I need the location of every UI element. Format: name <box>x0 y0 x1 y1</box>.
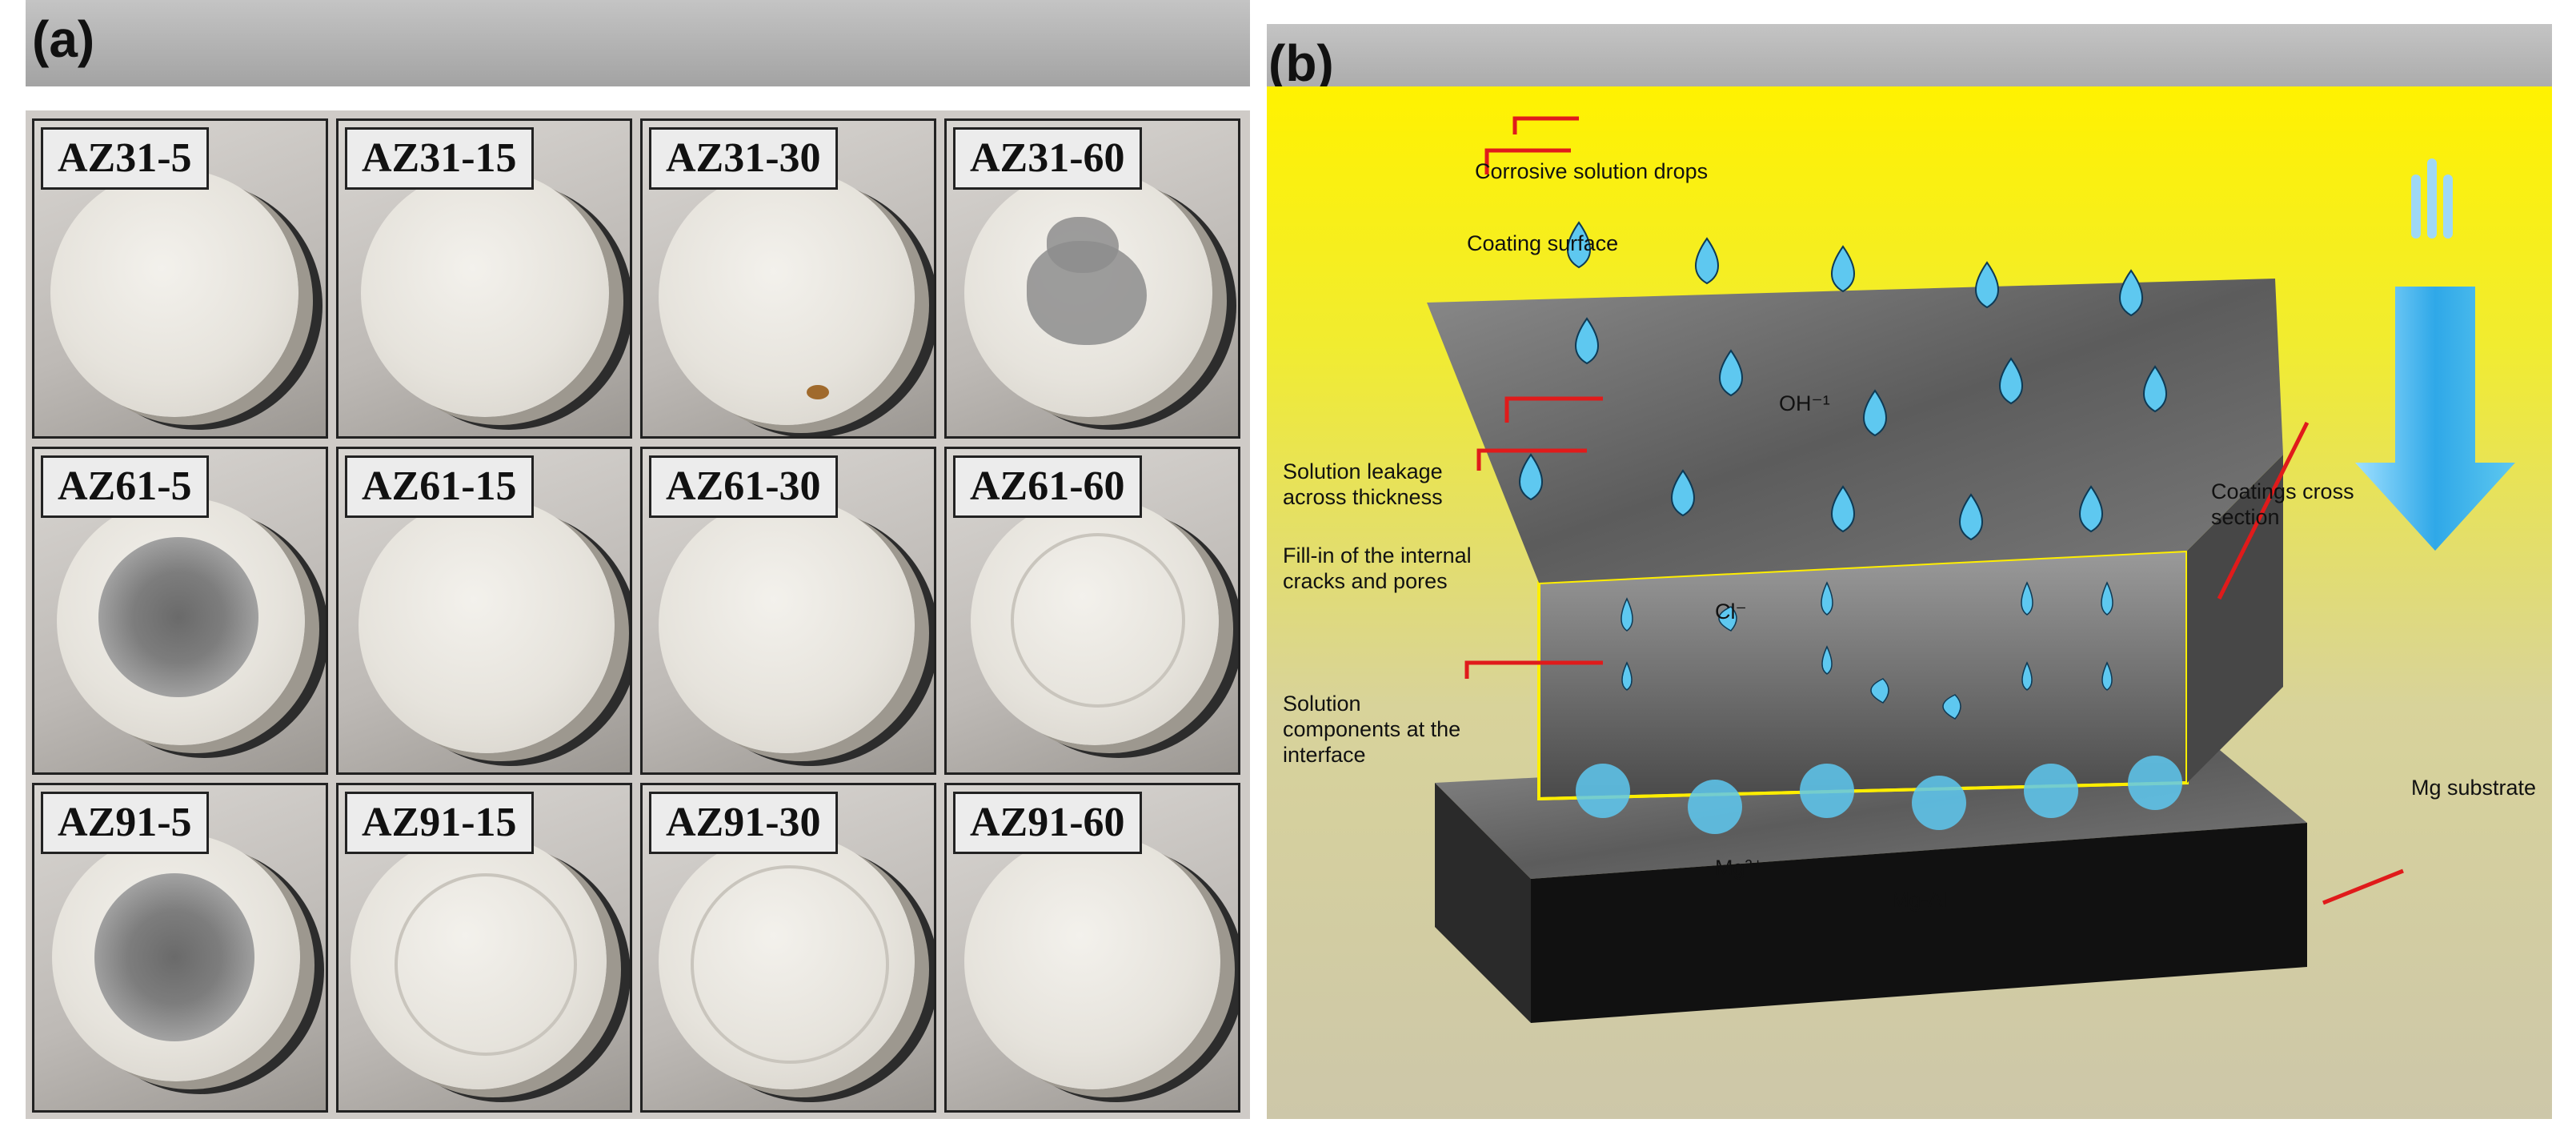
ion-label-mgal: Mg-Al <box>1891 888 1948 912</box>
sample-label: AZ91-60 <box>953 792 1142 854</box>
coating-cross-section-side <box>2187 455 2283 783</box>
internal-drops <box>1621 581 2113 720</box>
sample-cell: AZ31-5 <box>32 118 328 439</box>
ion-label-oh: OH⁻¹ <box>1779 391 1830 415</box>
sample-cell: AZ31-60 <box>944 118 1240 439</box>
annotation-arrows <box>1464 116 2404 905</box>
ion-label-cl: Cl⁻ <box>1715 600 1747 624</box>
sample-cell: AZ91-5 <box>32 783 328 1113</box>
sample-cell: AZ91-30 <box>640 783 936 1113</box>
annotation-coating-surface: Coating surface <box>1467 231 1619 255</box>
corrosion-mechanism-schematic: Corrosive solution drops Coating surface… <box>1267 86 2552 1119</box>
schematic-drawing <box>1427 116 2515 1023</box>
annotation-fill-in: Fill-in of the internal cracks and pores <box>1283 543 1472 593</box>
sample-cell: AZ31-15 <box>336 118 632 439</box>
corrosion-ring <box>395 873 577 1056</box>
annotation-solution-leakage: Solution leakage across thickness <box>1283 459 1443 509</box>
sample-label: AZ61-15 <box>345 455 534 518</box>
sample-label: AZ61-30 <box>649 455 838 518</box>
sample-cell: AZ61-60 <box>944 447 1240 775</box>
ion-label-mg: Mg²⁺ <box>1715 856 1764 880</box>
corrosion-ring <box>691 865 889 1064</box>
corrosion-spot <box>807 385 829 399</box>
sample-disk <box>659 497 915 753</box>
surface-drops <box>1519 221 2167 541</box>
sample-cell: AZ61-5 <box>32 447 328 775</box>
sample-disk <box>50 169 298 417</box>
annotation-interface: Solution components at the interface <box>1283 692 1461 767</box>
panel-b-label: (b) <box>1268 34 1334 92</box>
panel-a-header-bar <box>26 0 1250 86</box>
sample-label: AZ91-15 <box>345 792 534 854</box>
annotation-cross-section: Coatings cross section <box>2211 479 2354 529</box>
corrosion-spot <box>98 537 258 697</box>
corrosion-ring <box>1011 533 1185 708</box>
annotation-mg-substrate: Mg substrate <box>2411 776 2537 800</box>
sample-disk <box>659 169 915 425</box>
sample-label: AZ31-60 <box>953 127 1142 190</box>
sample-label: AZ31-30 <box>649 127 838 190</box>
mg-substrate-side <box>1531 823 2307 1023</box>
corrosion-pattern <box>1047 217 1119 273</box>
sample-label: AZ91-30 <box>649 792 838 854</box>
corrosion-spot <box>94 873 254 1041</box>
sample-label: AZ31-15 <box>345 127 534 190</box>
solution-flow-arrow <box>2355 158 2515 551</box>
sample-label: AZ31-5 <box>41 127 209 190</box>
sample-label: AZ61-5 <box>41 455 209 518</box>
sample-cell: AZ91-60 <box>944 783 1240 1113</box>
sample-cell: AZ61-30 <box>640 447 936 775</box>
coating-surface <box>1427 279 2283 583</box>
coating-cross-section-front <box>1537 548 2189 801</box>
interface-drops <box>1576 756 2182 834</box>
interface-line <box>1538 781 2188 800</box>
sample-label: AZ61-60 <box>953 455 1142 518</box>
sample-disk <box>964 833 1220 1089</box>
mg-substrate-front <box>1435 783 1531 1023</box>
sample-cell: AZ91-15 <box>336 783 632 1113</box>
sample-label: AZ91-5 <box>41 792 209 854</box>
annotation-corrosive-drops: Corrosive solution drops <box>1475 159 1709 183</box>
sample-disk <box>361 169 609 417</box>
sample-cell: AZ31-30 <box>640 118 936 439</box>
panel-a-label: (a) <box>32 10 95 68</box>
sample-photo-grid: AZ31-5 AZ31-15 AZ31-30 AZ31-60 AZ61-5 AZ… <box>26 110 1250 1119</box>
sample-cell: AZ61-15 <box>336 447 632 775</box>
sample-disk <box>359 497 615 753</box>
